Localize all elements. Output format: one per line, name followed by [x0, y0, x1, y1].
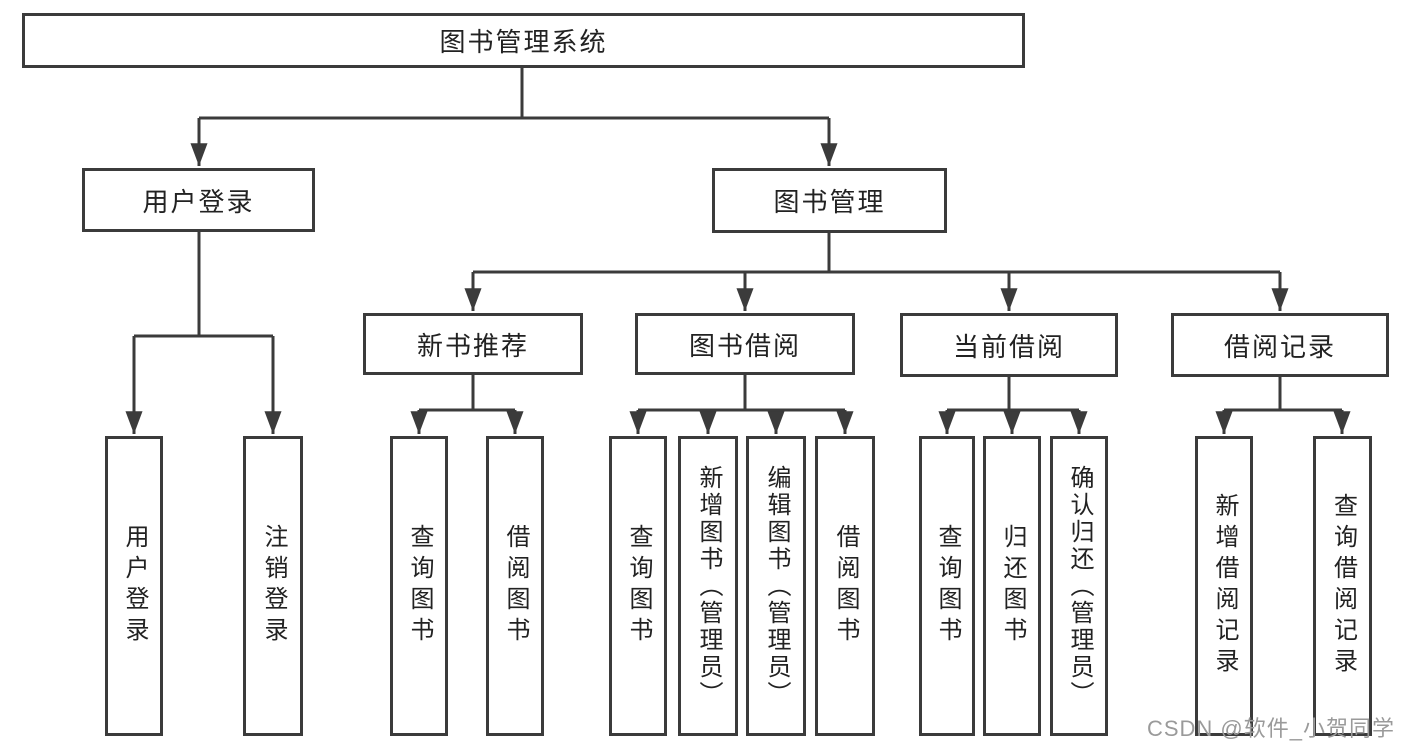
node-current-borrow-label: 当前借阅: [952, 331, 1065, 362]
node-leaf-add-borrow-record-label: 新增借阅记录: [1211, 493, 1238, 679]
node-leaf-confirm-return-admin-label: 确认归还（管理员）: [1066, 464, 1093, 708]
node-leaf-borrow-book-2: 借阅图书: [815, 436, 875, 736]
node-leaf-return-book: 归还图书: [983, 436, 1041, 736]
node-leaf-add-borrow-record: 新增借阅记录: [1195, 436, 1253, 736]
node-leaf-add-book-admin-label: 新增图书（管理员）: [695, 464, 722, 708]
node-user-login-label: 用户登录: [142, 186, 255, 217]
node-leaf-user-login-label: 用户登录: [121, 524, 148, 648]
node-leaf-query-borrow-record: 查询借阅记录: [1313, 436, 1372, 736]
node-leaf-borrow-book-1-label: 借阅图书: [502, 524, 529, 648]
node-leaf-logout-label: 注销登录: [260, 524, 287, 648]
node-root-system: 图书管理系统: [22, 13, 1025, 68]
node-leaf-borrow-book-2-label: 借阅图书: [832, 524, 859, 648]
node-leaf-logout: 注销登录: [243, 436, 303, 736]
branch-borrow-records: [1224, 377, 1342, 412]
node-borrow-records-label: 借阅记录: [1223, 331, 1336, 362]
node-leaf-user-login: 用户登录: [105, 436, 163, 736]
node-root-system-label: 图书管理系统: [439, 27, 608, 57]
node-leaf-query-book-3: 查询图书: [919, 436, 975, 736]
node-leaf-add-book-admin: 新增图书（管理员）: [678, 436, 738, 736]
branch-user-login: [134, 232, 273, 338]
node-leaf-query-book-3-label: 查询图书: [934, 524, 961, 648]
node-leaf-query-book-2-label: 查询图书: [625, 524, 652, 648]
branch-book-management: [473, 233, 1280, 274]
branch-new-book-recommend: [419, 375, 515, 412]
node-new-book-recommend-label: 新书推荐: [416, 330, 529, 361]
node-book-borrow: 图书借阅: [635, 313, 855, 375]
node-book-borrow-label: 图书借阅: [688, 330, 801, 361]
node-leaf-edit-book-admin-label: 编辑图书（管理员）: [763, 464, 790, 708]
node-book-management: 图书管理: [712, 168, 947, 233]
branch-book-borrow: [638, 375, 845, 412]
branch-current-borrow: [947, 377, 1079, 412]
node-leaf-return-book-label: 归还图书: [999, 524, 1026, 648]
node-leaf-confirm-return-admin: 确认归还（管理员）: [1050, 436, 1108, 736]
node-leaf-query-book-1: 查询图书: [390, 436, 448, 736]
node-leaf-query-book-2: 查询图书: [609, 436, 667, 736]
node-user-login: 用户登录: [82, 168, 315, 232]
node-new-book-recommend: 新书推荐: [363, 313, 583, 375]
node-leaf-edit-book-admin: 编辑图书（管理员）: [746, 436, 806, 736]
node-leaf-borrow-book-1: 借阅图书: [486, 436, 544, 736]
node-leaf-query-borrow-record-label: 查询借阅记录: [1329, 493, 1357, 679]
node-current-borrow: 当前借阅: [900, 313, 1118, 377]
branch-root: [199, 68, 829, 120]
node-borrow-records: 借阅记录: [1171, 313, 1389, 377]
node-book-management-label: 图书管理: [773, 187, 886, 217]
node-leaf-query-book-1-label: 查询图书: [406, 524, 433, 648]
